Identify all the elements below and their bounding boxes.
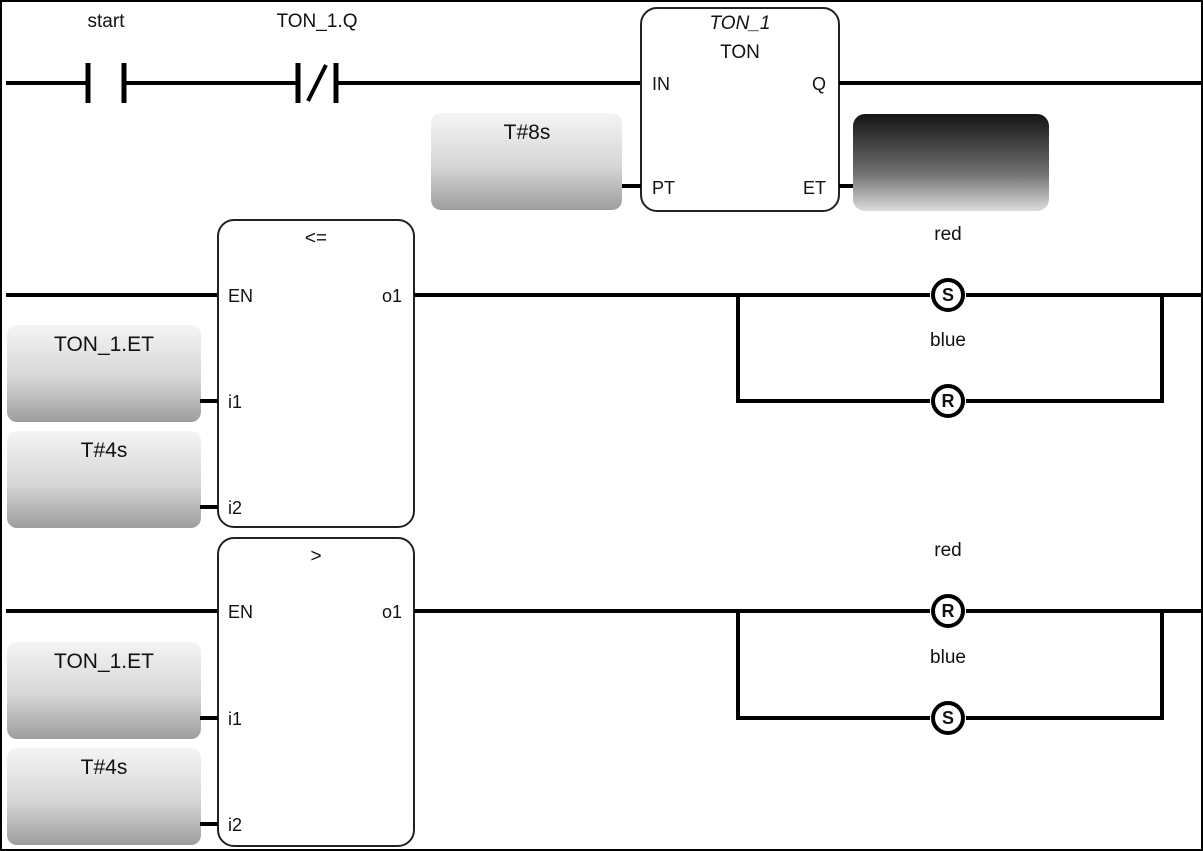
pt-value-text: T#8s <box>504 121 551 144</box>
contact-ton1-q[interactable]: TON_1.Q <box>277 11 358 103</box>
r2-coil-blue-label: blue <box>930 330 966 351</box>
ton-pin-in: IN <box>652 74 670 94</box>
compare-gt-block[interactable]: > EN o1 i1 i2 <box>217 537 415 847</box>
contact-ton1-q-slash <box>306 64 328 102</box>
ton-pin-q: Q <box>812 74 826 94</box>
compare-le-pin-o1: o1 <box>382 286 402 306</box>
pt-value-box[interactable]: T#8s <box>431 113 622 210</box>
contact-start-label: start <box>88 11 126 32</box>
contact-start[interactable]: start <box>85 11 127 103</box>
r3-coil-red-circle <box>931 594 965 628</box>
r2-i2-value-text: T#4s <box>81 439 128 462</box>
r3-coil-red-label: red <box>934 540 961 561</box>
r3-i1-value-text: TON_1.ET <box>54 650 154 673</box>
r3-i2-value-text: T#4s <box>81 756 128 779</box>
r3-i2-value-box[interactable]: T#4s <box>7 748 201 845</box>
r2-coil-red-circle <box>931 278 965 312</box>
compare-gt-body <box>217 537 415 847</box>
r3-coil-blue-label: blue <box>930 647 966 668</box>
compare-gt-pin-i1: i1 <box>228 709 242 729</box>
r3-branch-right <box>966 611 1164 720</box>
compare-gt-pin-i2: i2 <box>228 815 242 835</box>
compare-le-op: <= <box>305 228 327 249</box>
r2-branch-right <box>966 295 1164 403</box>
r3-coil-blue[interactable]: S blue <box>930 647 966 735</box>
compare-le-pin-i2: i2 <box>228 498 242 518</box>
et-value-bg <box>853 114 1049 211</box>
r3-branch-left <box>736 611 930 720</box>
r2-coil-red-label: red <box>934 224 961 245</box>
ton-block[interactable]: TON_1 TON IN Q PT ET <box>640 7 840 212</box>
ton-pin-pt: PT <box>652 178 675 198</box>
r2-i2-value-bg <box>7 431 201 528</box>
ton-block-body <box>640 7 840 212</box>
r2-coil-red-kind: S <box>942 285 954 305</box>
ton-type-name: TON <box>720 42 760 63</box>
r3-coil-blue-kind: S <box>942 708 954 728</box>
r2-i1-value-box[interactable]: TON_1.ET <box>7 325 201 422</box>
r2-i1-value-text: TON_1.ET <box>54 333 154 356</box>
r2-coil-blue-kind: R <box>942 391 955 411</box>
r3-i2-value-bg <box>7 748 201 845</box>
compare-le-body <box>217 219 415 528</box>
r3-coil-blue-circle <box>931 701 965 735</box>
r2-branch-left <box>736 295 930 403</box>
rung-2: <= EN o1 i1 i2 TON_1.ET T#4s S red R <box>6 219 1201 528</box>
compare-gt-pin-o1: o1 <box>382 602 402 622</box>
r3-coil-red-kind: R <box>942 601 955 621</box>
contact-ton1-q-label: TON_1.Q <box>277 11 358 32</box>
compare-le-block[interactable]: <= EN o1 i1 i2 <box>217 219 415 528</box>
ton-instance-name: TON_1 <box>710 13 771 34</box>
r2-i1-value-bg <box>7 325 201 422</box>
compare-gt-pin-en: EN <box>228 602 253 622</box>
r3-i1-value-box[interactable]: TON_1.ET <box>7 642 201 739</box>
ton-pin-et: ET <box>803 178 826 198</box>
r2-coil-blue[interactable]: R blue <box>930 330 966 418</box>
r2-coil-red[interactable]: S red <box>931 224 965 312</box>
r2-i2-value-box[interactable]: T#4s <box>7 431 201 528</box>
r3-coil-red[interactable]: R red <box>931 540 965 628</box>
rung-1: start TON_1.Q TON_1 TON IN Q PT ET T#8s <box>6 7 1201 212</box>
r2-coil-blue-circle <box>931 384 965 418</box>
compare-gt-op: > <box>310 546 321 567</box>
compare-le-pin-en: EN <box>228 286 253 306</box>
r3-i1-value-bg <box>7 642 201 739</box>
rung-3: > EN o1 i1 i2 TON_1.ET T#4s R red S <box>6 537 1201 847</box>
et-value-box[interactable] <box>853 114 1049 211</box>
compare-le-pin-i1: i1 <box>228 392 242 412</box>
pt-value-bg <box>431 113 622 210</box>
